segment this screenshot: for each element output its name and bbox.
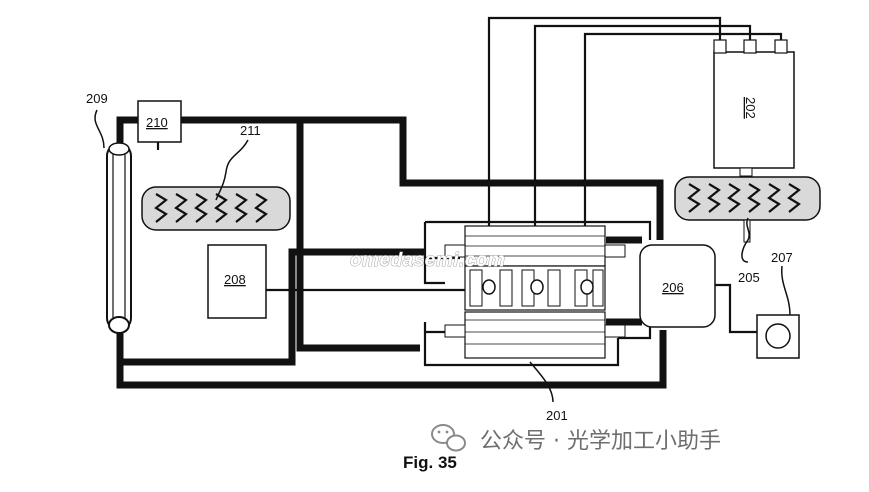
sensor-207-box: [756, 314, 800, 359]
component-205: [674, 176, 821, 243]
wire-block-top: [425, 220, 652, 240]
tube-trunk: [296, 120, 420, 352]
tube-top-main: [181, 116, 664, 240]
watermark-text: omedasemi.com: [350, 250, 505, 271]
label-210: 210: [146, 115, 168, 130]
leader-201: [529, 361, 554, 403]
heat-pipe-top-cap: [108, 142, 130, 156]
component-207: [756, 314, 800, 359]
label-211: 211: [240, 123, 261, 138]
leader-205: [741, 217, 750, 263]
component-211: [141, 186, 291, 231]
wechat-icon: [431, 424, 466, 452]
tube-outer-bottom: [116, 330, 667, 389]
component-208-box: [207, 244, 267, 319]
component-209: [106, 142, 132, 334]
heat-pipe-bottom-cap: [108, 316, 130, 334]
component-202: [713, 39, 795, 177]
leader-209: [94, 109, 105, 149]
leader-211: [215, 139, 249, 201]
terminal-2: [743, 39, 757, 54]
label-206: 206: [662, 280, 684, 295]
terminal-3: [774, 39, 788, 54]
wire-block-upper: [423, 222, 445, 285]
wire-206-207: [715, 283, 757, 334]
wire-right-lower: [618, 325, 652, 340]
thin-wiring: [156, 16, 783, 367]
figure-label: Fig. 35: [403, 453, 457, 472]
label-202: 202: [743, 97, 758, 119]
heat-pipe-body: [106, 143, 132, 331]
label-208: 208: [224, 272, 246, 287]
wire-block-lower: [423, 322, 620, 367]
component-210-box: [137, 100, 182, 143]
leader-207: [781, 265, 791, 316]
panel-205: [674, 176, 821, 221]
terminal-1: [713, 39, 727, 54]
label-205: 205: [738, 270, 760, 285]
leader-lines: [94, 109, 791, 403]
zigzag-205: [687, 183, 801, 213]
tube-top-loop: [116, 116, 138, 143]
lower-plate: [464, 311, 606, 359]
label-201: 201: [546, 408, 568, 423]
device-cells: [469, 269, 604, 307]
label-209: 209: [86, 91, 108, 106]
thick-tubing: [116, 116, 667, 389]
wire-3: [583, 32, 783, 282]
wire-1: [487, 16, 722, 242]
component-206-box: [639, 244, 716, 328]
label-207: 207: [771, 250, 793, 265]
sensor-207-lens: [765, 323, 791, 349]
tube-left-bottom: [116, 248, 425, 366]
footer-caption: 公众号 · 光学加工小助手: [480, 429, 721, 454]
supply-202-box: [713, 51, 795, 169]
zigzag-211: [154, 193, 268, 223]
component-201: [444, 225, 626, 359]
